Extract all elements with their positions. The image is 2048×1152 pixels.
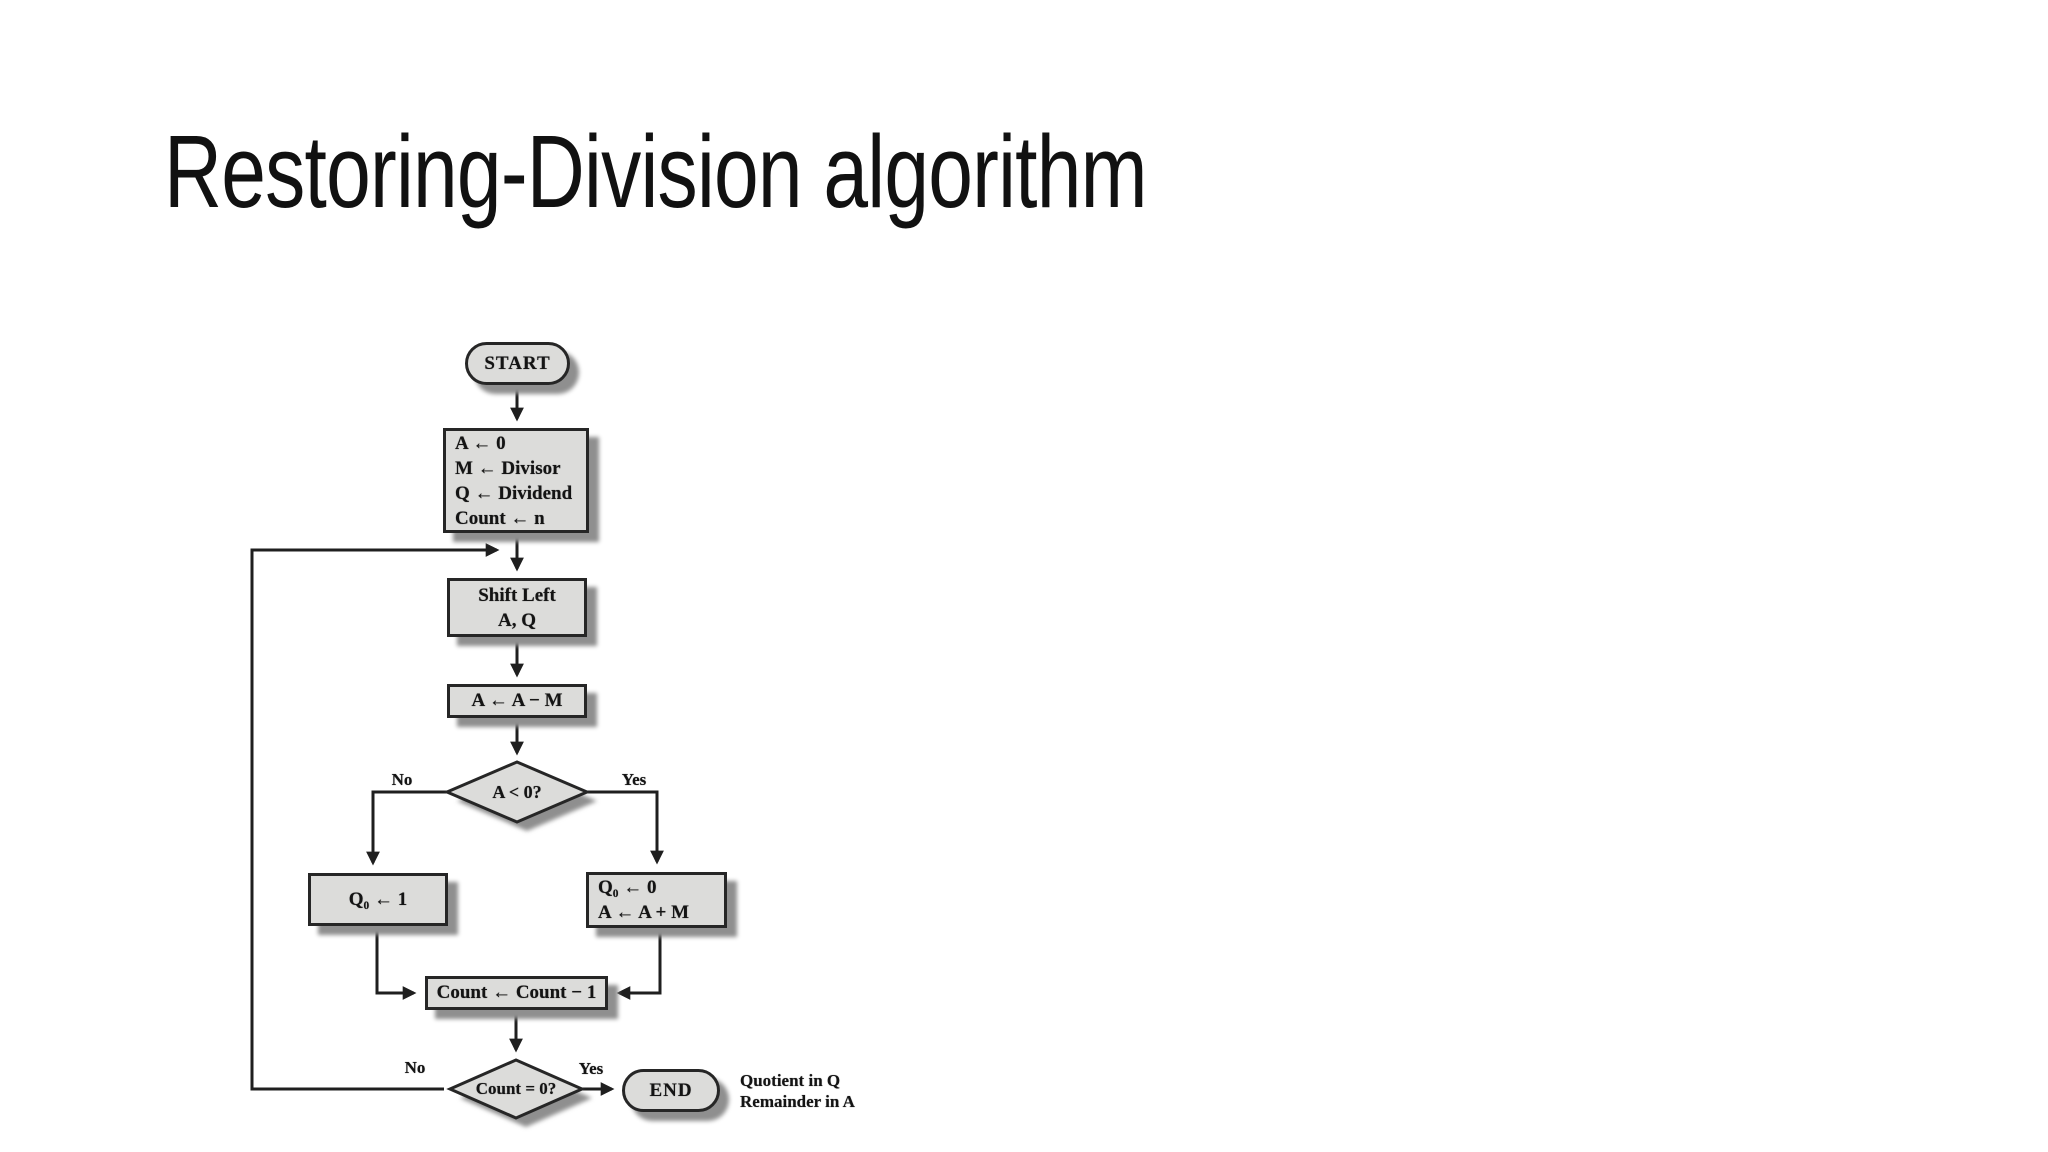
line-restore-to-count (616, 928, 662, 1000)
init-box: A ← 0 M ← Divisor Q ← Dividend Count ← n (443, 428, 589, 533)
set-q-one-box: Q₀ ← 1 (308, 873, 448, 926)
sign-yes-label: Yes (621, 770, 647, 789)
line-setq1-to-count (375, 926, 417, 1000)
sign-decision-label: A < 0? (492, 781, 542, 802)
line-sign-yes-branch (587, 790, 664, 865)
init-line-3: Q ← Dividend (455, 482, 573, 504)
shift-left-box: Shift Left A, Q (447, 578, 587, 637)
subtract-box: A ← A − M (447, 684, 587, 718)
restore-line-1: Q₀ ← 0 (598, 877, 657, 898)
init-line-1: A ← 0 (455, 432, 506, 454)
count-yes-label: Yes (578, 1059, 604, 1078)
start-label: START (484, 352, 551, 374)
end-label: END (649, 1079, 693, 1101)
count-decision-label: Count = 0? (475, 1079, 557, 1098)
count-decision-diamond (446, 1058, 586, 1120)
set-q-one-label: Q₀ ← 1 (348, 888, 408, 910)
restore-box: Q₀ ← 0 A ← A + M (586, 872, 727, 928)
line-sign-no-branch (366, 790, 447, 866)
end-node: END (622, 1069, 720, 1112)
sign-decision-diamond (443, 760, 591, 824)
init-line-4: Count ← n (455, 507, 545, 529)
result-line-2: Remainder in A (740, 1092, 855, 1111)
sign-no-label: No (391, 770, 413, 789)
init-line-2: M ← Divisor (455, 457, 561, 479)
subtract-label: A ← A − M (471, 690, 563, 711)
start-node: START (465, 342, 570, 385)
shift-line-1: Shift Left (478, 584, 556, 606)
count-no-label: No (404, 1058, 426, 1077)
result-note: Quotient in Q Remainder in A (740, 1070, 855, 1112)
count-decrement-box: Count ← Count − 1 (425, 976, 608, 1010)
shift-line-2: A, Q (498, 609, 536, 631)
line-loop-back (250, 543, 500, 1091)
count-decrement-label: Count ← Count − 1 (436, 982, 597, 1003)
slide-title: Restoring-Division algorithm (164, 114, 1148, 229)
result-line-1: Quotient in Q (740, 1071, 841, 1090)
restore-line-2: A ← A + M (598, 902, 690, 923)
